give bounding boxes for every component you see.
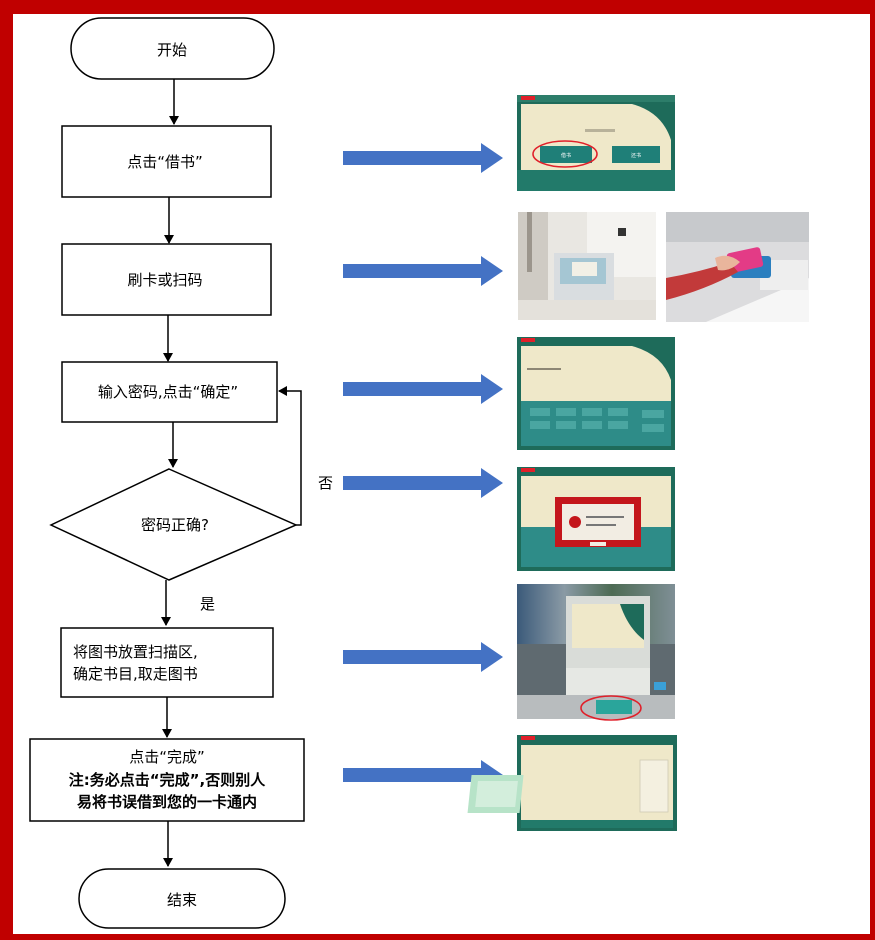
step-enter-password: 输入密码,点击“确定” [61, 361, 278, 423]
step-enter-password-label: 输入密码,点击“确定” [98, 383, 238, 401]
start-label: 开始 [157, 41, 187, 59]
no-label: 否 [318, 474, 333, 492]
step-swipe-card-label: 刷卡或扫码 [127, 271, 202, 289]
photo-phone-scan [666, 212, 809, 322]
blue-arrow-password [343, 374, 503, 404]
blue-arrow-card [343, 256, 503, 286]
step-click-finish: 点击“完成” 注:务必点击“完成”,否则别人 易将书误借到您的一卡通内 [29, 738, 305, 822]
scan-area-highlight [580, 695, 642, 721]
screenshot-password-keypad [517, 337, 675, 450]
step-place-books-line2: 确定书目,取走图书 [73, 665, 198, 683]
borrow-button-label: 借书 [561, 152, 571, 159]
blue-arrows [343, 143, 503, 790]
screenshot-borrow-menu: 借书 还书 [517, 95, 675, 191]
decision-password-correct: 密码正确? [49, 468, 298, 581]
start-node: 开始 [70, 17, 275, 80]
step-finish-line1: 点击“完成” [129, 748, 205, 766]
decision-label: 密码正确? [141, 516, 209, 534]
step-place-books: 将图书放置扫描区, 确定书目,取走图书 [60, 627, 274, 698]
borrow-button [540, 146, 592, 163]
blue-arrow-scan [343, 642, 503, 672]
step-click-borrow-label: 点击“借书” [127, 153, 203, 171]
highlight-circle [532, 140, 598, 168]
blue-arrow-finish [343, 760, 503, 790]
step-click-borrow: 点击“借书” [61, 125, 272, 198]
yes-label: 是 [200, 595, 215, 613]
photo-card-reader [518, 212, 656, 320]
blue-arrow-borrow [343, 143, 503, 173]
step-swipe-card: 刷卡或扫码 [61, 243, 272, 316]
step-place-books-line1: 将图书放置扫描区, [73, 643, 198, 661]
photo-scan-area [517, 584, 675, 721]
step-finish-note-line2: 易将书误借到您的一卡通内 [77, 793, 257, 811]
flow-connectors [161, 79, 302, 867]
blue-arrow-wrong-password [343, 468, 503, 498]
screenshot-wrong-password [517, 467, 675, 571]
connector-loop-no [278, 386, 302, 526]
screenshot-finish [467, 735, 677, 831]
step-finish-note-line1: 注:务必点击“完成”,否则别人 [69, 771, 266, 789]
end-node: 结束 [78, 868, 286, 929]
end-label: 结束 [167, 891, 197, 909]
return-button-label: 还书 [631, 152, 641, 159]
return-button [612, 146, 660, 163]
